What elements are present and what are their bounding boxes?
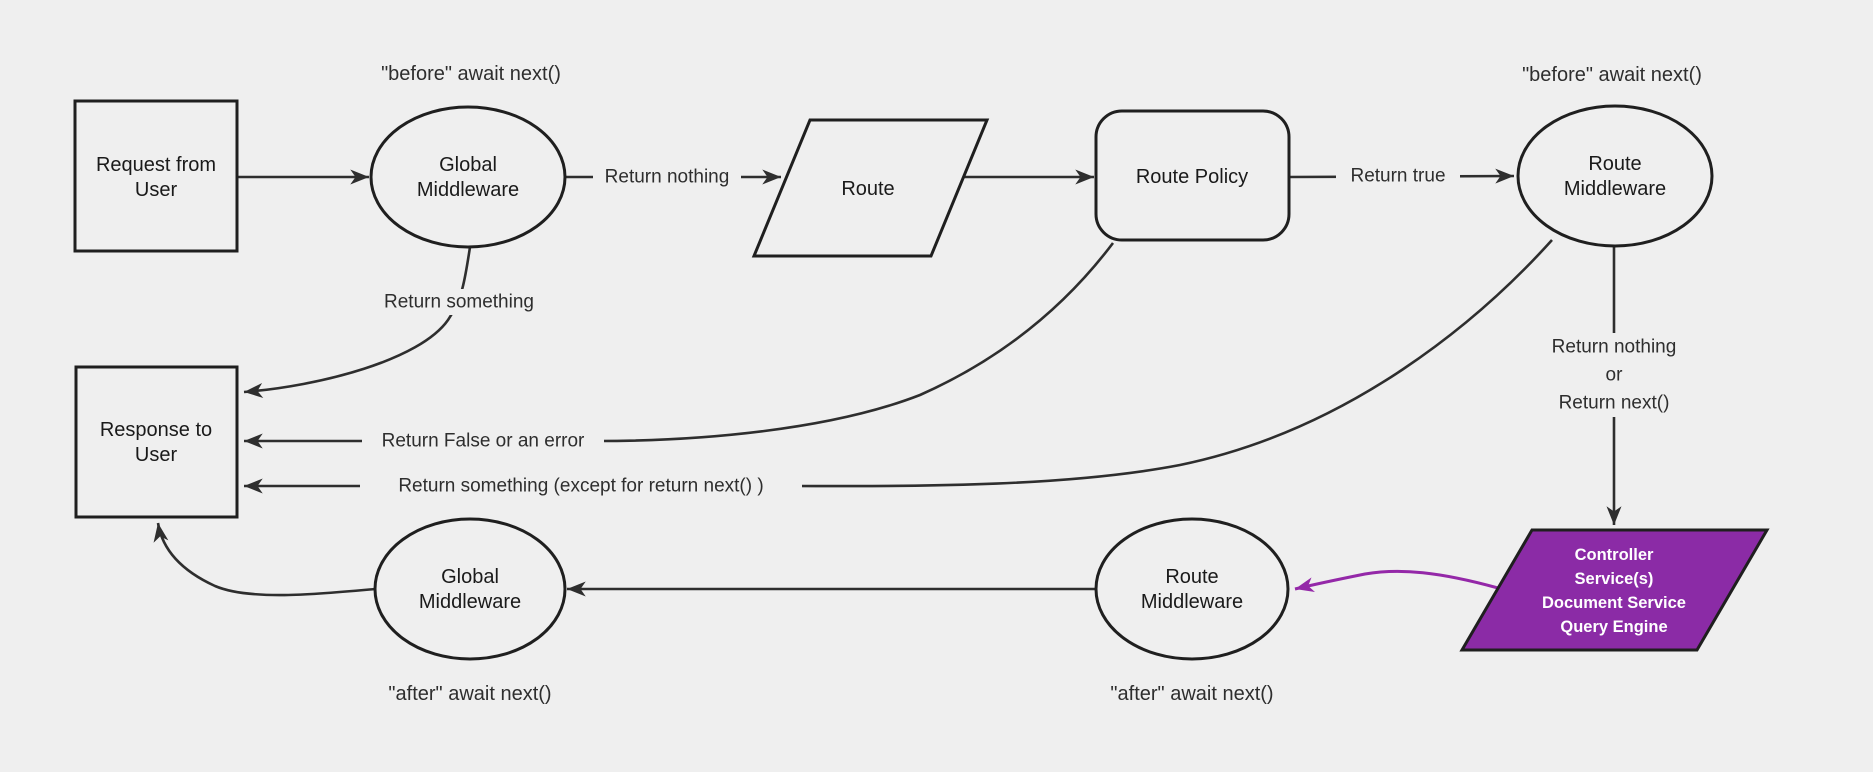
route-middleware-bottom-label-line2: Middleware xyxy=(1141,591,1243,613)
return-nothing-label-bg xyxy=(593,164,741,190)
edge-route-mw-return-something-except xyxy=(244,239,1553,494)
response-to-user-box xyxy=(74,365,239,519)
controller-label-line3: Document Service xyxy=(1542,594,1686,612)
after-await-next-global-annotation: "after" await next() xyxy=(388,683,551,705)
return-nothing-or-label-line3: Return next() xyxy=(1559,393,1670,414)
global-middleware-top-label-line1: Global xyxy=(439,154,497,176)
return-false-label: Return False or an error xyxy=(382,431,585,452)
global-middleware-top-label-line2: Middleware xyxy=(417,179,519,201)
route-node: Route xyxy=(751,118,990,258)
return-nothing-or-label-line1: Return nothing xyxy=(1552,337,1677,358)
route-middleware-top-node: Route Middleware xyxy=(1516,104,1714,248)
return-something-label-bg xyxy=(368,289,550,315)
nodes-layer: Request from User Global Middleware Rout… xyxy=(73,99,1770,661)
response-to-user-label-line2: User xyxy=(135,444,178,466)
return-something-except-label-bg xyxy=(360,473,802,499)
route-label: Route xyxy=(841,178,894,200)
edge-controller-to-route-mw-bottom xyxy=(1294,569,1499,593)
route-middleware-top-ellipse xyxy=(1516,104,1714,248)
global-middleware-bottom-ellipse xyxy=(373,517,567,661)
annotations-layer: "before" await next() "before" await nex… xyxy=(381,63,1702,705)
before-await-next-global-annotation: "before" await next() xyxy=(381,63,561,85)
controller-services-parallelogram xyxy=(1459,528,1770,652)
return-something-except-label: Return something (except for return next… xyxy=(398,476,763,497)
return-something-label: Return something xyxy=(384,292,534,313)
route-policy-node: Route Policy xyxy=(1094,109,1291,242)
global-middleware-bottom-node: Global Middleware xyxy=(373,517,567,661)
before-await-next-route-annotation: "before" await next() xyxy=(1522,64,1702,86)
route-policy-box xyxy=(1094,109,1291,242)
return-false-label-bg xyxy=(362,428,604,454)
request-from-user-label-line1: Request from xyxy=(96,154,216,176)
response-to-user-label-line1: Response to xyxy=(100,419,212,441)
response-to-user-node: Response to User xyxy=(74,365,239,519)
edge-labels-layer: Return nothing Return true Return someth… xyxy=(360,163,1685,499)
return-nothing-or-label-bg xyxy=(1543,333,1685,417)
return-nothing-label: Return nothing xyxy=(605,167,730,188)
global-middleware-bottom-label-line1: Global xyxy=(441,566,499,588)
request-from-user-box xyxy=(73,99,239,253)
controller-label-line2: Service(s) xyxy=(1575,570,1654,588)
route-policy-label: Route Policy xyxy=(1136,166,1248,188)
return-true-label-bg xyxy=(1336,163,1460,189)
route-middleware-bottom-ellipse xyxy=(1094,517,1290,661)
controller-label-line4: Query Engine xyxy=(1560,618,1667,636)
edges-layer xyxy=(153,168,1622,597)
route-parallelogram xyxy=(751,118,990,258)
edge-global-mw-return-something xyxy=(243,246,472,398)
route-middleware-bottom-label-line1: Route xyxy=(1165,566,1218,588)
request-from-user-label-line2: User xyxy=(135,179,178,201)
route-middleware-top-label-line1: Route xyxy=(1588,153,1641,175)
global-middleware-top-node: Global Middleware xyxy=(369,105,567,249)
route-middleware-top-label-line2: Middleware xyxy=(1564,178,1666,200)
request-from-user-node: Request from User xyxy=(73,99,239,253)
edge-global-mw-bottom-to-response xyxy=(153,522,376,597)
return-true-label: Return true xyxy=(1350,166,1445,187)
controller-services-node: Controller Service(s) Document Service Q… xyxy=(1459,528,1770,652)
return-nothing-or-label-line2: or xyxy=(1606,365,1624,386)
global-middleware-bottom-label-line2: Middleware xyxy=(419,591,521,613)
controller-label-line1: Controller xyxy=(1575,546,1654,564)
route-middleware-bottom-node: Route Middleware xyxy=(1094,517,1290,661)
edge-route-policy-return-false xyxy=(244,242,1115,449)
after-await-next-route-annotation: "after" await next() xyxy=(1110,683,1273,705)
global-middleware-top-ellipse xyxy=(369,105,567,249)
